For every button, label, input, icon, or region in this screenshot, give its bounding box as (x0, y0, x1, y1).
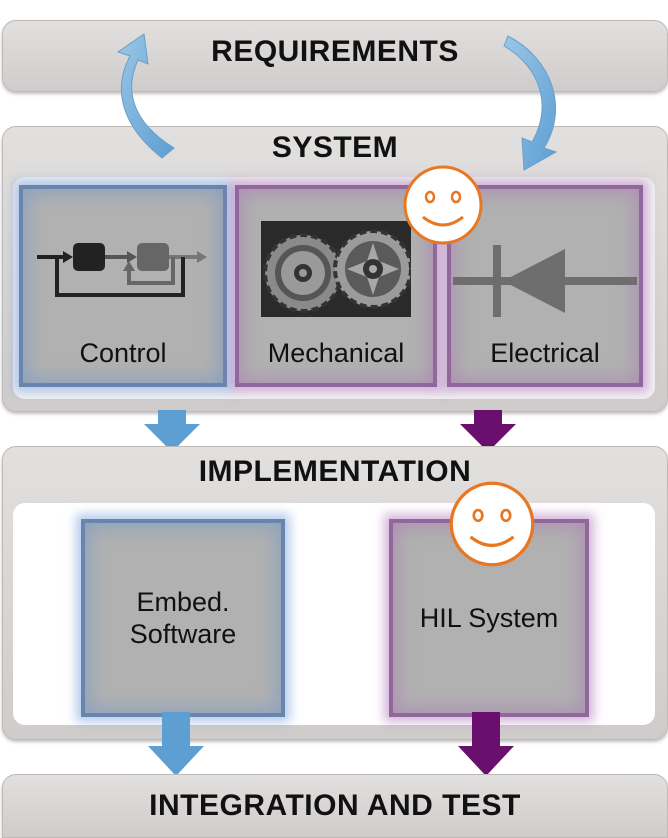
electrical-box: Electrical (447, 185, 643, 387)
diode-icon (453, 245, 637, 317)
mechanical-box: Mechanical (235, 185, 437, 387)
purple-down-arrow-1 (460, 410, 516, 452)
implementation-band: IMPLEMENTATION Embed. Software HIL Syste… (2, 446, 668, 740)
blue-down-arrow-2 (148, 712, 204, 776)
smiley-icon (403, 165, 483, 245)
integration-band: INTEGRATION AND TEST (2, 774, 668, 838)
smiley-icon (449, 481, 535, 567)
system-title: SYSTEM (271, 131, 399, 164)
mechanical-label: Mechanical (267, 337, 405, 368)
embedded-software-box: Embed. Software (81, 519, 285, 717)
gears-icon (261, 221, 411, 317)
feedback-arrow-up (116, 33, 175, 159)
control-label: Control (79, 337, 167, 368)
requirements-title: REQUIREMENTS (211, 35, 459, 68)
system-band: SYSTEM Control (2, 126, 668, 412)
purple-down-arrow-2 (458, 712, 514, 776)
hil-system-label: HIL System (419, 602, 559, 633)
blue-down-arrow-1 (144, 410, 200, 452)
control-box: Control (19, 185, 227, 387)
integration-title: INTEGRATION AND TEST (149, 789, 521, 822)
requirements-band: REQUIREMENTS (2, 20, 668, 92)
embedded-software-label: Embed. Software (129, 586, 237, 649)
control-loop-icon (37, 243, 207, 297)
flow-arrow-down (503, 35, 558, 171)
electrical-label: Electrical (490, 337, 600, 368)
implementation-title: IMPLEMENTATION (198, 455, 472, 488)
